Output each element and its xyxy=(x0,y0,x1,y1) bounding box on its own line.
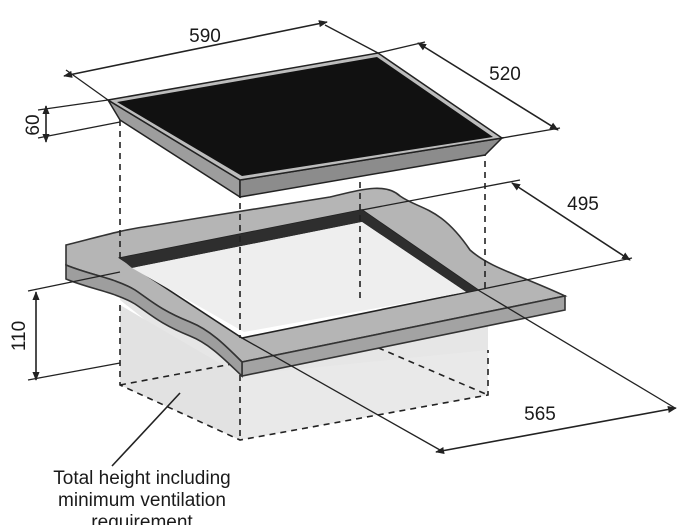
dimension-495: 495 xyxy=(361,179,633,291)
dimension-590: 590 xyxy=(63,20,379,101)
hob-unit xyxy=(105,52,505,199)
dimension-110: 110 xyxy=(9,271,121,381)
dimension-495-label: 495 xyxy=(567,194,599,215)
dimension-495-arrow xyxy=(511,182,631,261)
caption-line-3: requirement xyxy=(91,512,193,525)
cabinet-left-face xyxy=(120,305,240,440)
dimension-590-label: 590 xyxy=(189,26,221,47)
ventilation-caption: Total height including minimum ventilati… xyxy=(53,468,230,530)
dimension-565-arrow xyxy=(435,405,677,455)
dimension-60: 60 xyxy=(23,99,121,143)
dimension-520-arrow xyxy=(417,42,559,131)
cutout-inner-floor xyxy=(132,222,466,332)
projection-lines xyxy=(119,120,486,338)
caption-line-2: minimum ventilation xyxy=(58,490,226,511)
dimension-60-label: 60 xyxy=(23,114,44,135)
dimension-565-label: 565 xyxy=(524,404,556,425)
caption-line-1: Total height including xyxy=(53,468,230,489)
caption-leader-line xyxy=(111,392,181,467)
dimension-520: 520 xyxy=(377,41,561,139)
dimension-590-arrow xyxy=(63,20,328,78)
dimension-110-label: 110 xyxy=(9,321,30,351)
hob-glass-top xyxy=(117,57,493,176)
dimension-520-label: 520 xyxy=(489,64,521,85)
countertop-left-edge xyxy=(65,263,243,378)
dimension-565: 565 xyxy=(241,289,677,455)
cabinet-outline-dashed xyxy=(119,305,489,441)
cutout-back-shadow xyxy=(120,210,362,268)
cutout-right-shadow xyxy=(362,210,478,292)
